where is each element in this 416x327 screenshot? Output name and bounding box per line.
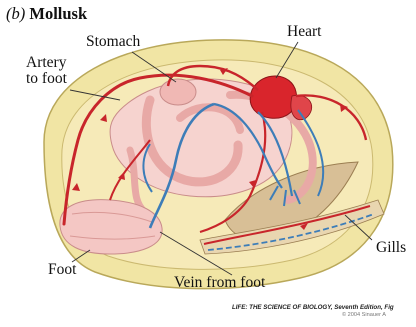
label-artery-line1: Artery xyxy=(26,55,67,71)
credit-line1: LIFE: THE SCIENCE OF BIOLOGY, Seventh Ed… xyxy=(232,304,414,312)
label-heart: Heart xyxy=(287,24,321,40)
panel-letter: (b) xyxy=(6,4,25,23)
label-stomach: Stomach xyxy=(86,34,140,50)
label-vein-from-foot: Vein from foot xyxy=(174,275,265,291)
label-artery-line2: to foot xyxy=(26,71,67,87)
label-gills: Gills xyxy=(376,240,406,256)
label-foot: Foot xyxy=(48,262,76,278)
panel-title: Mollusk xyxy=(29,4,87,23)
stomach-organ xyxy=(160,79,196,105)
label-artery: Artery to foot xyxy=(26,55,67,88)
heart-organ xyxy=(250,76,296,118)
credit-line2: © 2004 Sinauer A xyxy=(232,312,414,319)
figure-credit: LIFE: THE SCIENCE OF BIOLOGY, Seventh Ed… xyxy=(232,304,414,319)
figure-title: (b) Mollusk xyxy=(6,4,87,24)
